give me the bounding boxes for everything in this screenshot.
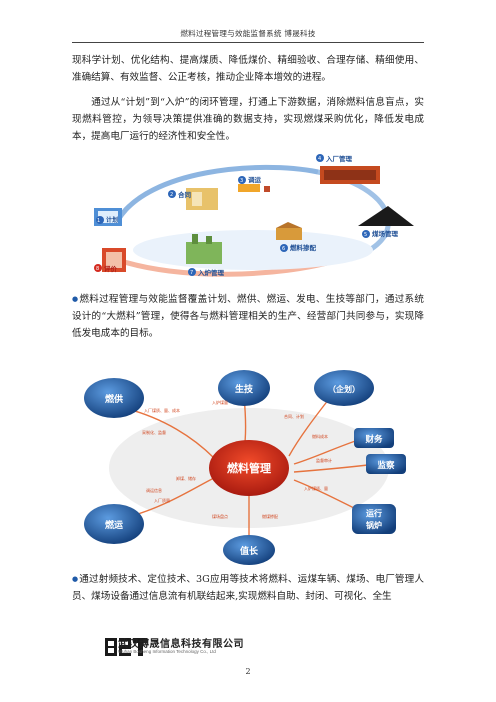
bullet-icon: ● [72,575,79,583]
svg-text:5: 5 [364,232,367,238]
svg-text:评价: 评价 [104,265,118,273]
cycle-step-1-label: 计划 [106,216,118,224]
cycle-step-1-num: 1 [97,218,100,224]
bst-logo-icon [105,638,147,656]
svg-text:燃料掺配: 燃料掺配 [290,243,317,252]
hub-node-shengji: 生技 [218,370,270,406]
paragraph-technology: ●通过射频技术、定位技术、3G应用等技术将燃料、运煤车辆、煤场、电厂管理人员、煤… [72,574,424,602]
hub-note-5: 监督审计 [316,457,332,463]
hub-note-9: 调运信息 [146,487,162,493]
paragraph-coverage: ●燃料过程管理与效能监督覆盖计划、燃供、燃运、发电、生技等部门，通过系统设计的“… [72,294,425,339]
svg-text:入炉管理: 入炉管理 [197,268,225,277]
fuel-cycle-diagram: 1 计划 2 合同 3 调运 4 入厂管理 [94,154,414,277]
hub-note-4: 燃料成本 [312,433,328,439]
svg-text:合同: 合同 [177,190,192,199]
company-logo [105,638,147,656]
hub-node-rangong: 燃供 [84,378,144,418]
cycle-floor [133,230,373,270]
svg-text:燃运: 燃运 [105,519,124,531]
cycle-step-3: 3 调运 [238,175,270,192]
svg-text:2: 2 [170,192,173,198]
svg-text:监察: 监察 [377,460,395,471]
header-rule [72,42,424,43]
hub-note-2: 采制化、监督 [142,429,166,435]
svg-text:4: 4 [318,156,321,162]
hub-node-yunxing: 运行 锅炉 [352,504,396,534]
cycle-step-8: 8 评价 [94,248,126,273]
hub-center [209,440,289,496]
hub-node-ranyun: 燃运 [84,504,144,544]
paragraph-intro: 现科学计划、优化结构、提高煤质、降低煤价、精细验收、合理存储、精细使用、准确结算… [72,55,424,83]
fuel-management-hub-diagram: 燃料管理 生技 （企划） 财务 监察 运行 锅炉 值长 燃运 [84,370,406,565]
company-name-cn: 武汉博晟信息科技有限公司 [118,639,244,650]
svg-text:7: 7 [190,270,193,276]
hub-node-caiwu: 财务 [354,428,394,448]
svg-text:值长: 值长 [240,545,259,557]
hub-note-6: 入炉煤质、量 [304,485,328,491]
page-header: 燃料过程管理与效能监督系统 博晟科技 [180,29,316,38]
hub-note-11: 卸煤、储存 [176,475,196,481]
svg-text:入厂管理: 入厂管理 [325,154,353,163]
hub-note-10: 入厂质量 [154,497,170,503]
hub-center-label: 燃料管理 [226,461,271,475]
hub-node-qihua: （企划） [314,370,374,406]
hub-note-1: 入厂煤质、量、成本 [144,407,180,413]
hub-node-zhizhang: 值长 [223,535,275,565]
page-number: 2 [245,667,251,676]
cycle-arc-top [115,164,319,222]
svg-text:锅炉: 锅炉 [365,520,382,530]
svg-text:8: 8 [96,266,99,272]
svg-text:生技: 生技 [235,383,254,395]
hub-node-jiancha: 监察 [366,454,406,474]
cycle-step-5: 5 煤场管理 [358,206,414,238]
svg-text:3: 3 [240,178,243,184]
cycle-step-7: 7 入炉管理 [186,234,225,277]
svg-text:财务: 财务 [364,434,383,445]
cycle-step-4: 4 入厂管理 [316,154,380,184]
svg-text:煤场管理: 煤场管理 [372,229,399,238]
svg-text:6: 6 [282,246,285,252]
svg-text:调运: 调运 [248,175,262,184]
svg-text:燃供: 燃供 [105,393,123,405]
hub-note-8: 煤场盘点 [212,513,228,519]
cycle-step-1: 1 计划 [94,208,122,226]
hub-note-12: 入炉煤量 [212,399,228,405]
company-name-en: Wuhan Bosheng Information Technology Co.… [118,649,216,654]
paragraph-closed-loop: 通过从“计划”到“入炉”的闭环管理，打通上下游数据，消除燃料信息盲点，实现燃料管… [72,97,424,142]
hub-note-3: 合同、计划 [284,413,304,419]
svg-text:运行: 运行 [366,508,382,518]
svg-text:（企划）: （企划） [328,384,360,394]
bullet-icon: ● [72,295,79,303]
hub-note-7: 燃煤掺配 [262,513,278,519]
cycle-step-6: 6 燃料掺配 [276,222,317,252]
cycle-step-2: 2 合同 [168,188,218,210]
